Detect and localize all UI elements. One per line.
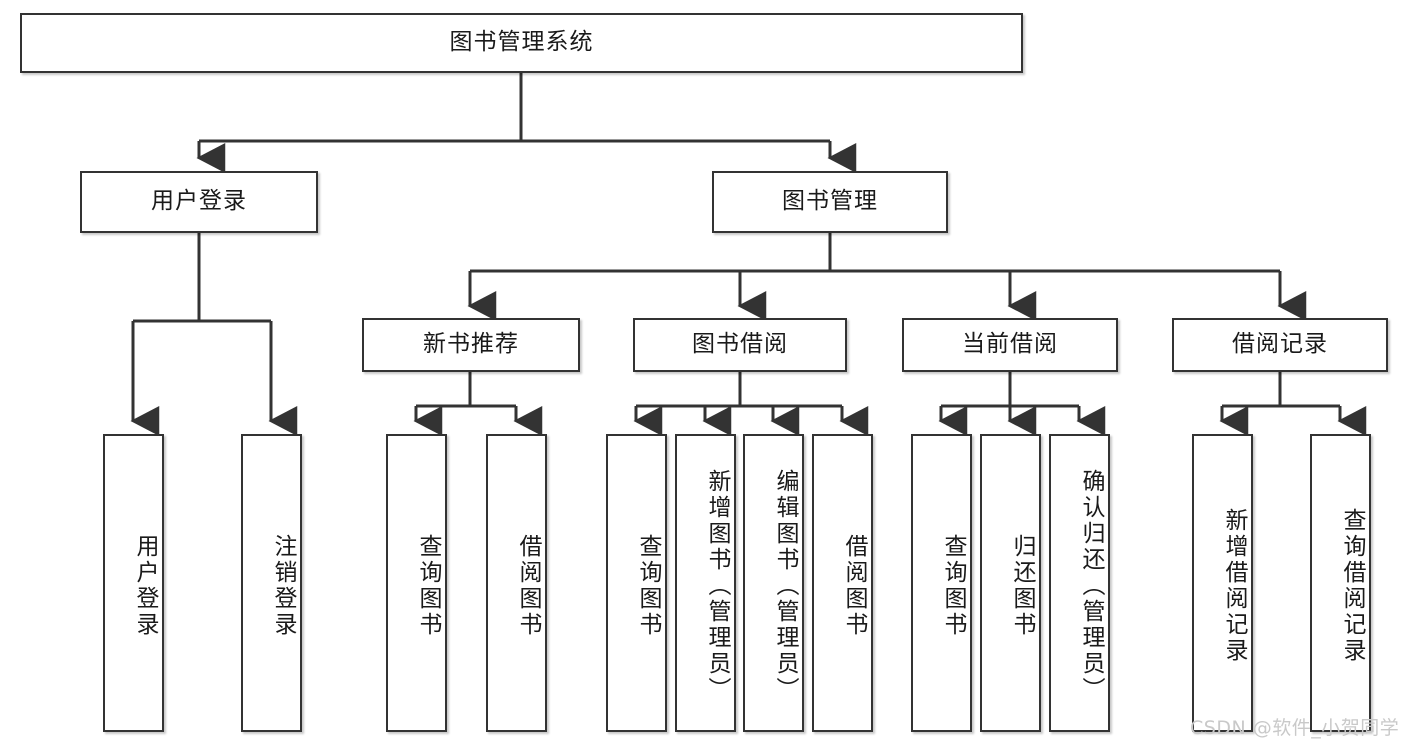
csdn-watermark: CSDN @软件_小贺同学	[1190, 717, 1400, 739]
leaf-current-confirm-return-admin-label: 确认归还（管理员）	[1078, 469, 1104, 703]
node-book-borrow-label: 图书借阅	[692, 331, 788, 358]
leaf-current-confirm-return-admin[interactable]: 确认归还（管理员）	[1049, 434, 1110, 732]
leaf-borrow-edit-book-admin[interactable]: 编辑图书（管理员）	[743, 434, 804, 732]
leaf-borrow-query-book-label: 查询图书	[635, 534, 661, 638]
leaf-records-query[interactable]: 查询借阅记录	[1310, 434, 1371, 732]
leaf-records-add[interactable]: 新增借阅记录	[1192, 434, 1253, 732]
leaf-current-query-book[interactable]: 查询图书	[911, 434, 972, 732]
leaf-new-book-query[interactable]: 查询图书	[386, 434, 447, 732]
leaf-user-login-label: 用户登录	[132, 534, 158, 638]
leaf-current-query-book-label: 查询图书	[940, 534, 966, 638]
node-new-book-recommend[interactable]: 新书推荐	[362, 318, 580, 372]
node-root-system-label: 图书管理系统	[449, 29, 594, 56]
leaf-current-return-book[interactable]: 归还图书	[980, 434, 1041, 732]
leaf-borrow-edit-book-admin-label: 编辑图书（管理员）	[772, 469, 798, 703]
leaf-records-query-label: 查询借阅记录	[1339, 508, 1365, 664]
leaf-borrow-query-book[interactable]: 查询图书	[606, 434, 667, 732]
node-root-system[interactable]: 图书管理系统	[20, 13, 1023, 73]
leaf-new-book-borrow[interactable]: 借阅图书	[486, 434, 547, 732]
node-user-login[interactable]: 用户登录	[80, 171, 318, 233]
leaf-borrow-add-book-admin[interactable]: 新增图书（管理员）	[675, 434, 736, 732]
node-book-management-label: 图书管理	[782, 188, 878, 215]
leaf-borrow-add-book-admin-label: 新增图书（管理员）	[704, 469, 730, 703]
node-book-borrow[interactable]: 图书借阅	[633, 318, 847, 372]
node-new-book-recommend-label: 新书推荐	[423, 331, 519, 358]
leaf-borrow-borrow-book[interactable]: 借阅图书	[812, 434, 873, 732]
leaf-new-book-query-label: 查询图书	[415, 534, 441, 638]
leaf-current-return-book-label: 归还图书	[1009, 534, 1035, 638]
leaf-records-add-label: 新增借阅记录	[1221, 508, 1247, 664]
node-user-login-label: 用户登录	[151, 188, 247, 215]
node-current-borrow[interactable]: 当前借阅	[902, 318, 1118, 372]
node-book-management[interactable]: 图书管理	[712, 171, 948, 233]
leaf-borrow-borrow-book-label: 借阅图书	[841, 534, 867, 638]
leaf-logout-label: 注销登录	[270, 534, 296, 638]
node-borrow-records[interactable]: 借阅记录	[1172, 318, 1388, 372]
node-current-borrow-label: 当前借阅	[962, 331, 1058, 358]
leaf-logout[interactable]: 注销登录	[241, 434, 302, 732]
node-borrow-records-label: 借阅记录	[1232, 331, 1328, 358]
leaf-user-login[interactable]: 用户登录	[103, 434, 164, 732]
leaf-new-book-borrow-label: 借阅图书	[515, 534, 541, 638]
